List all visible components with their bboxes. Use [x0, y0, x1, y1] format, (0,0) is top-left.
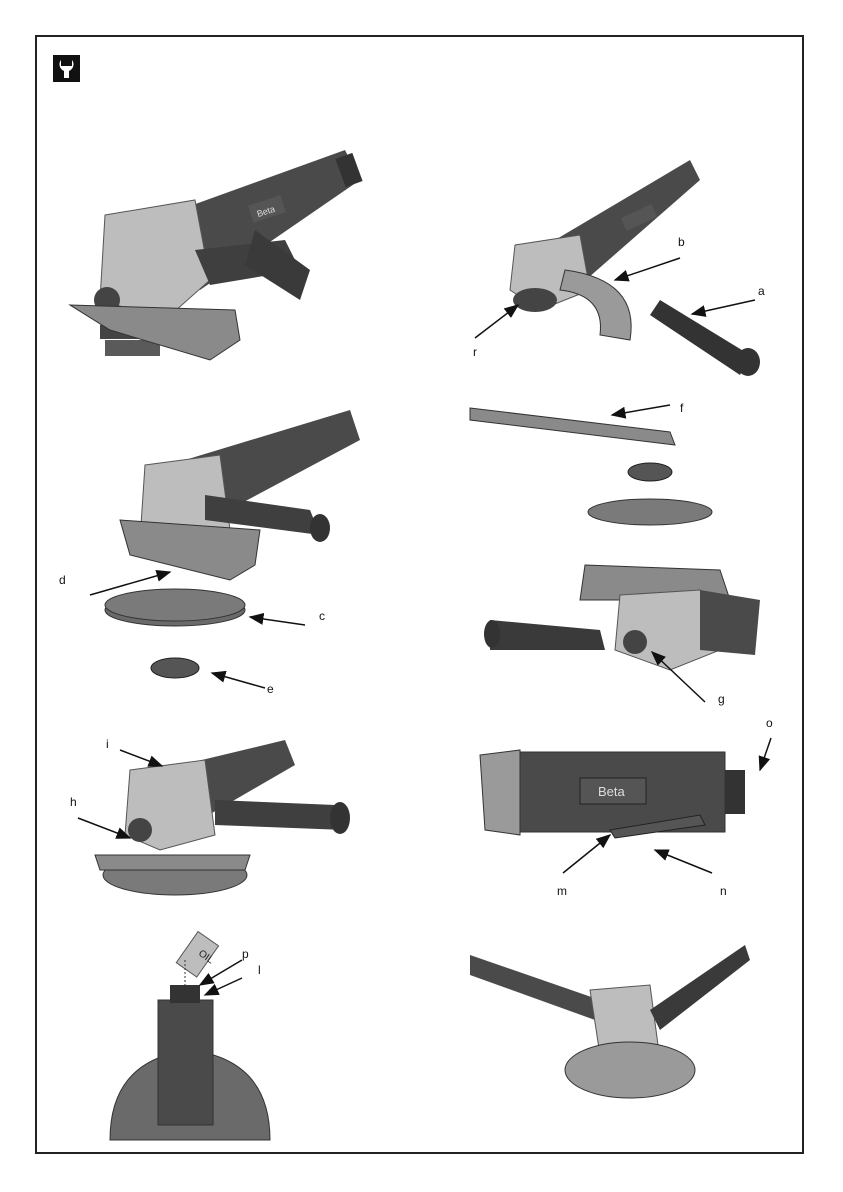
label-a: a [758, 285, 765, 297]
label-i: i [106, 738, 109, 750]
grinder-figure-7: Beta [480, 750, 745, 838]
grinder-figure-5 [484, 565, 760, 670]
grinder-figure-6 [95, 740, 350, 895]
brand-text-side: Beta [598, 784, 626, 799]
grinder-figure-9 [470, 945, 750, 1098]
label-d: d [59, 574, 66, 586]
grinder-figure-1: Beta [70, 150, 363, 360]
label-o: o [766, 717, 773, 729]
label-b: b [678, 236, 685, 248]
label-c: c [319, 610, 325, 622]
label-e: e [267, 683, 274, 695]
grinder-figure-3 [105, 410, 360, 678]
label-n: n [720, 885, 727, 897]
label-m: m [557, 885, 567, 897]
label-g: g [718, 693, 725, 705]
grinder-figure-4 [470, 408, 712, 525]
label-f: f [680, 402, 683, 414]
grinder-figure-2 [510, 160, 760, 376]
label-r: r [473, 346, 477, 358]
label-l: l [258, 964, 261, 976]
label-p: p [242, 948, 249, 960]
label-h: h [70, 796, 77, 808]
grinder-figure-8: OIL [110, 932, 270, 1140]
